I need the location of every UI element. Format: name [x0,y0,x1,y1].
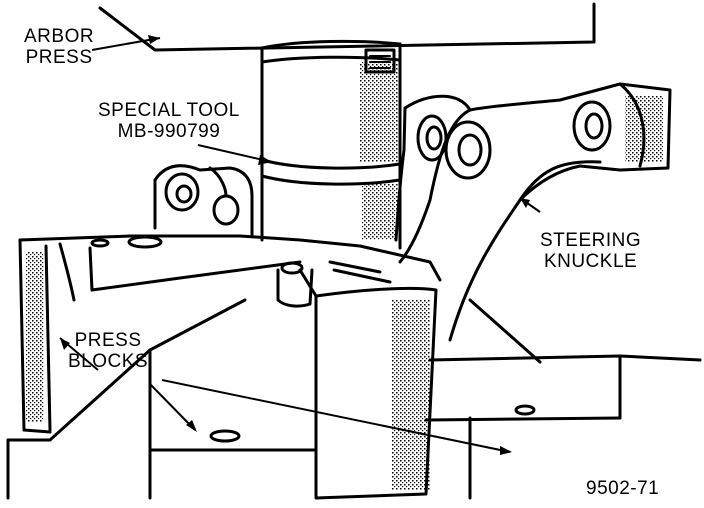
label-special-tool: SPECIAL TOOL MB-990799 [98,100,240,142]
arbor-press-head [98,2,596,52]
special-tool-cylinder [260,39,402,250]
arrow-special-tool-icon [258,155,272,165]
arrowheads [60,35,530,455]
label-steering-knuckle-line1: STEERING [540,230,642,251]
label-special-tool-line1: SPECIAL TOOL [98,100,240,121]
flange-plate [18,234,442,434]
figure-id: 9502-71 [586,478,660,499]
label-special-tool-line2: MB-990799 [117,121,221,142]
label-steering-knuckle: STEERING KNUCKLE [540,230,641,272]
arrow-arbor-press-icon [148,35,160,44]
label-arbor-press-line2: PRESS [25,47,93,68]
label-arbor-press: ARBOR PRESS [24,26,94,68]
arrow-knuckle-icon [520,198,530,208]
label-arbor-press-line1: ARBOR [24,26,95,47]
label-steering-knuckle-line2: KNUCKLE [543,251,638,272]
arrow-flange-icon [60,338,70,350]
tool-bracket [153,164,254,238]
label-press-blocks: PRESS BLOCKS [68,330,148,372]
steering-knuckle [394,82,672,342]
press-blocks [6,268,702,500]
label-press-blocks-line1: PRESS [74,330,142,351]
label-press-blocks-line2: BLOCKS [68,351,149,372]
arrow-block-left-icon [186,420,197,432]
arrow-block-right-icon [500,446,512,455]
